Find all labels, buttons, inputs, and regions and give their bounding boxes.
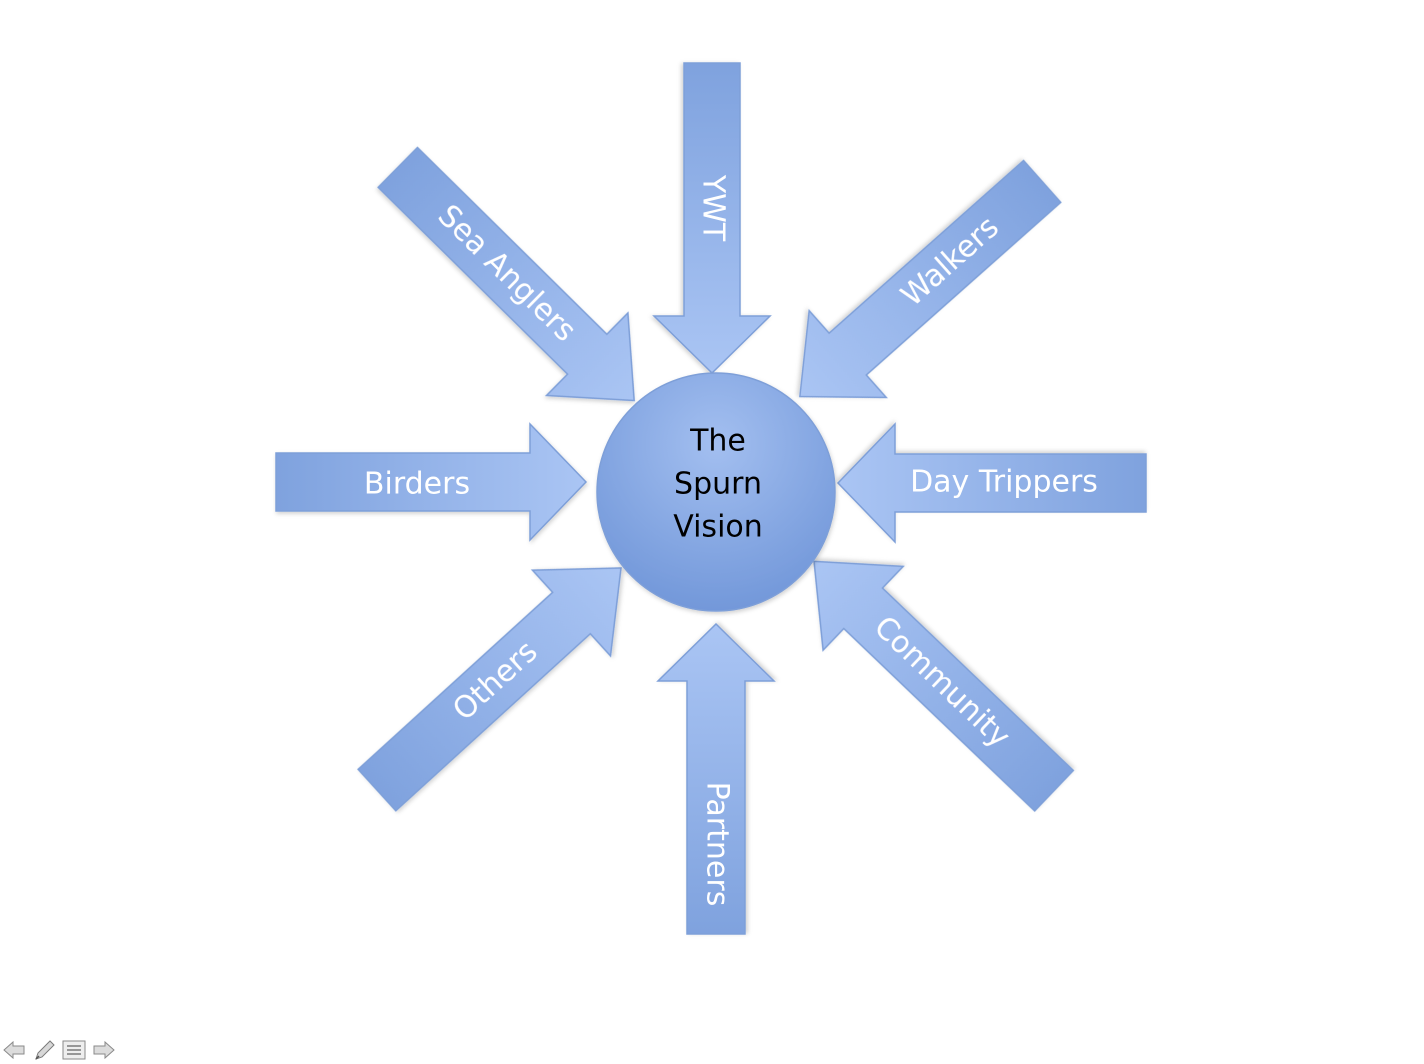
- center-circle: [596, 372, 836, 612]
- pen-icon: [35, 1040, 55, 1060]
- center-label-line-3: Vision: [673, 510, 763, 545]
- arrow-partners: Partners: [656, 622, 776, 935]
- arrow-day-trippers: Day Trippers: [836, 422, 1147, 544]
- arrow-label-birders: Birders: [364, 467, 470, 502]
- center-node: The Spurn Vision: [596, 372, 836, 612]
- center-label-line-2: Spurn: [674, 467, 762, 502]
- prev-slide-button[interactable]: [0, 1038, 28, 1062]
- arrow-community-shape: [813, 560, 1075, 812]
- arrow-community: Community: [813, 560, 1075, 812]
- arrow-walkers: Walkers: [799, 159, 1062, 399]
- arrow-walkers-shape: [799, 159, 1062, 399]
- arrow-others-shape: [357, 567, 622, 812]
- arrow-ywt-shape: [652, 62, 772, 375]
- left-arrow-icon: [3, 1040, 25, 1060]
- arrow-label-ywt: YWT: [696, 174, 731, 242]
- arrow-birders: Birders: [275, 422, 588, 542]
- arrow-others: Others: [357, 567, 622, 812]
- pen-tool-button[interactable]: [30, 1038, 58, 1062]
- arrow-day-trippers-shape: [836, 422, 1147, 544]
- next-slide-button[interactable]: [90, 1038, 118, 1062]
- center-label-line-1: The: [689, 424, 746, 459]
- arrow-label-sea-anglers: Sea Anglers: [431, 198, 583, 348]
- slide-nav-toolbar: [0, 1038, 118, 1062]
- arrow-label-community: Community: [867, 610, 1017, 755]
- slide-menu-button[interactable]: [60, 1038, 88, 1062]
- menu-icon: [62, 1040, 86, 1060]
- arrow-ywt: YWT: [652, 62, 772, 375]
- right-arrow-icon: [93, 1040, 115, 1060]
- arrow-label-day-trippers: Day Trippers: [910, 465, 1098, 500]
- arrow-birders-shape: [275, 422, 588, 542]
- arrow-label-partners: Partners: [700, 782, 735, 907]
- arrow-sea-anglers: Sea Anglers: [377, 146, 636, 402]
- arrow-partners-shape: [656, 622, 776, 935]
- arrow-sea-anglers-shape: [377, 146, 636, 402]
